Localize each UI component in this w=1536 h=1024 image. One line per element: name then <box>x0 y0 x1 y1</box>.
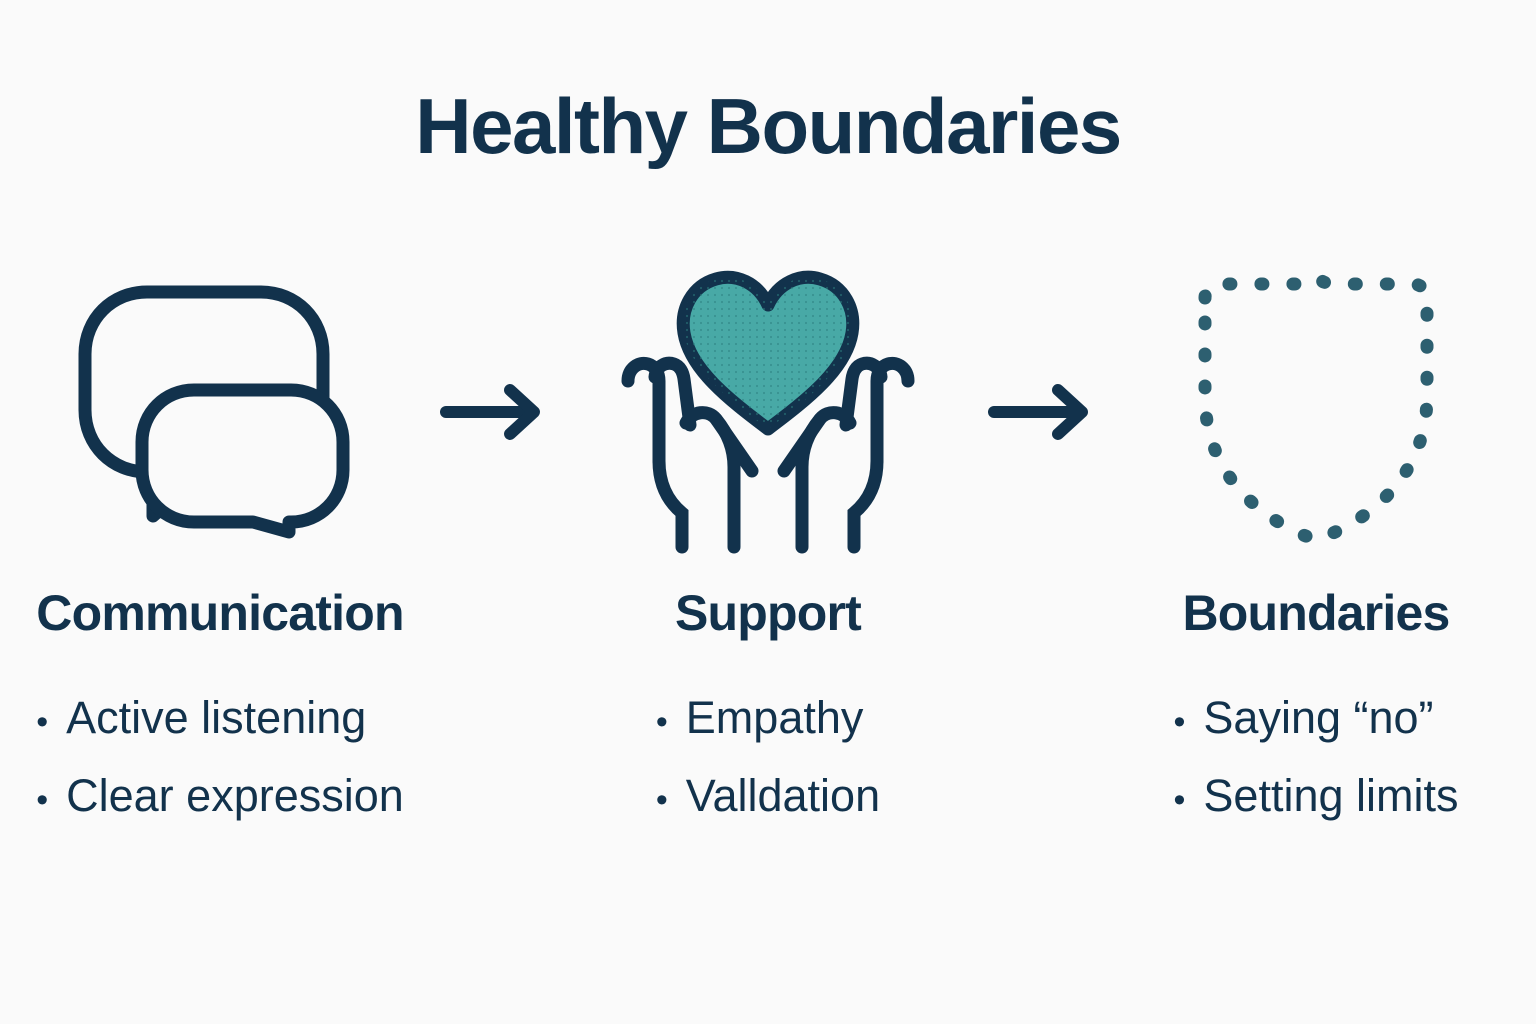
arrow-communication-to-support <box>435 262 553 562</box>
icon-slot-support <box>553 262 983 562</box>
bullet-marker-icon: • <box>36 781 49 820</box>
column-support: Support • Empathy • Valldation <box>553 262 983 822</box>
list-item-label: Setting limits <box>1203 770 1459 822</box>
list-item: • Clear expression <box>36 770 404 822</box>
list-item: • Setting limits <box>1173 770 1459 822</box>
list-item-label: Saying “no” <box>1203 692 1434 743</box>
bullet-marker-icon: • <box>1173 781 1186 820</box>
list-item-label: Active listening <box>66 692 367 743</box>
bullet-marker-icon: • <box>36 703 49 741</box>
list-item-label: Empathy <box>685 692 864 743</box>
arrow-right-icon <box>988 379 1096 445</box>
bullet-marker-icon: • <box>655 703 668 741</box>
arrow-support-to-boundaries <box>983 262 1101 562</box>
speech-bubbles-icon <box>75 280 365 545</box>
bullet-marker-icon: • <box>1173 703 1186 741</box>
list-item: • Active listening <box>36 692 367 743</box>
heading-boundaries: Boundaries <box>1182 585 1450 641</box>
arrow-right-icon <box>440 379 548 445</box>
list-item: • Valldation <box>655 770 881 822</box>
column-communication: Communication • Active listening • Clear… <box>5 262 435 822</box>
bullet-list-support: • Empathy • Valldation <box>655 692 881 822</box>
icon-slot-boundaries <box>1101 262 1531 562</box>
page-title: Healthy Boundaries <box>415 82 1122 170</box>
icon-slot-communication <box>5 262 435 562</box>
heart-in-hands-icon <box>608 265 928 560</box>
bullet-marker-icon: • <box>655 781 668 820</box>
dashed-shield-icon <box>1191 270 1441 555</box>
list-item: • Empathy <box>655 692 864 743</box>
columns-row: Communication • Active listening • Clear… <box>0 262 1536 822</box>
list-item: • Saying “no” <box>1173 692 1434 743</box>
list-item-label: Valldation <box>685 770 881 822</box>
column-boundaries: Boundaries • Saying “no” • Setting limit… <box>1101 262 1531 822</box>
list-item-label: Clear expression <box>66 770 404 822</box>
bullet-list-communication: • Active listening • Clear expression <box>36 692 404 822</box>
heading-support: Support <box>674 585 862 641</box>
bullet-list-boundaries: • Saying “no” • Setting limits <box>1173 692 1459 822</box>
heading-communication: Communication <box>36 585 404 641</box>
